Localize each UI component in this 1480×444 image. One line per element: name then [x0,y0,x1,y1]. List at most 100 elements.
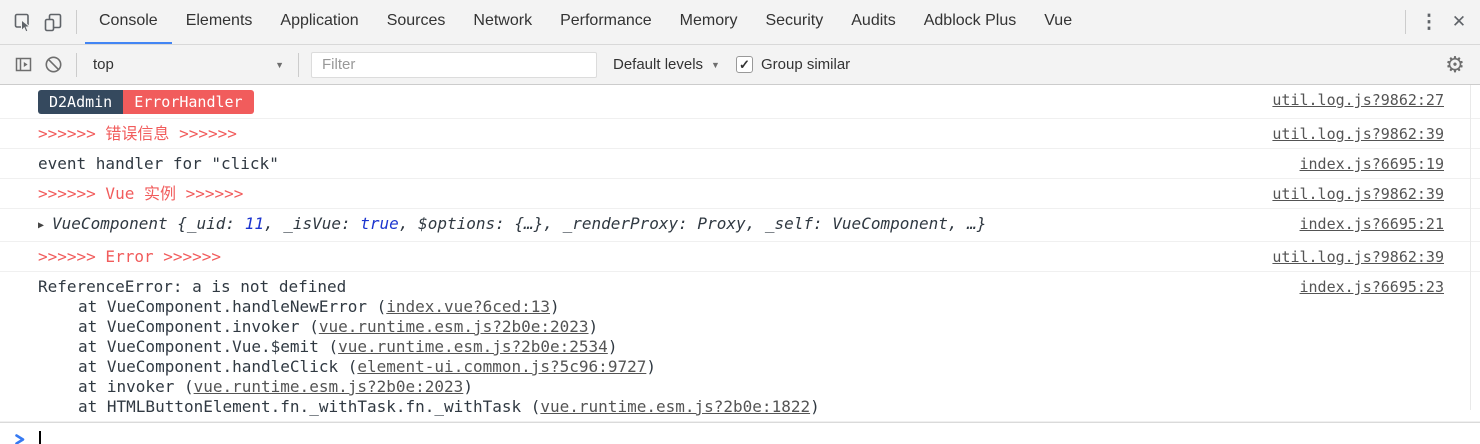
text-cursor [39,430,41,444]
tab-memory[interactable]: Memory [679,12,738,29]
source-link[interactable]: index.js?6695:23 [1299,278,1445,296]
preview-boolean-value: true [360,214,399,233]
tabbar-separator [76,10,77,34]
log-row-vuecomponent-object: ▶ VueComponent {_uid: 11, _isVue: true, $… [0,209,1480,242]
d2admin-badge: D2Admin [38,90,124,114]
stack-frame-text: at HTMLButtonElement.fn._withTask.fn._wi… [78,397,541,416]
tab-application[interactable]: Application [280,12,359,29]
error-title: ReferenceError: a is not defined [38,277,347,296]
stack-frame-text: at VueComponent.Vue.$emit ( [78,337,339,356]
console-sidebar-glyph [15,57,31,72]
tab-elements[interactable]: Elements [185,12,253,29]
preview-text: VueComponent {_uid: [52,214,245,233]
log-message: event handler for "click" [38,154,279,173]
close-x-glyph: ✕ [1451,12,1467,31]
stack-frame-text: ) [463,377,473,396]
stack-source-link[interactable]: vue.runtime.esm.js?2b0e:2023 [193,377,464,396]
stack-frame-text: at invoker ( [78,377,194,396]
chevron-down-icon: ▼ [711,59,720,70]
console-prompt-input[interactable] [0,422,1480,444]
toolbar-separator-2 [298,52,299,77]
scrollbar-track-line [1470,85,1471,410]
console-toolbar: top ▼ Default levels ▼ Group similar ⚙ [0,45,1480,85]
stack-frame-text: ) [646,357,656,376]
stack-source-link[interactable]: index.vue?6ced:13 [386,297,551,316]
tab-console[interactable]: Console [85,0,172,44]
stack-frame: at HTMLButtonElement.fn._withTask.fn._wi… [38,397,1284,417]
stack-frame-text: ) [550,297,560,316]
source-link[interactable]: util.log.js?9862:39 [1272,185,1444,203]
tab-vue[interactable]: Vue [1044,12,1073,29]
log-row-reference-error: ReferenceError: a is not defined at VueC… [0,272,1480,422]
log-levels-label: Default levels [613,56,704,73]
object-preview[interactable]: ▶ VueComponent {_uid: 11, _isVue: true, $… [38,214,1284,237]
tab-audits[interactable]: Audits [851,12,896,29]
log-row-badges: D2Admin ErrorHandler util.log.js?9862:27 [0,85,1480,119]
source-link[interactable]: util.log.js?9862:39 [1272,125,1444,143]
group-similar-toggle[interactable]: Group similar [735,56,850,73]
stack-source-link[interactable]: vue.runtime.esm.js?2b0e:2534 [338,337,608,356]
stack-frame: at VueComponent.handleClick (element-ui.… [38,357,1284,377]
errorhandler-badge: ErrorHandler [123,90,254,114]
tab-security[interactable]: Security [765,12,824,29]
tabbar-right-separator [1405,10,1406,34]
stack-frame-text: at VueComponent.invoker ( [78,317,319,336]
preview-text: , $options: {…}, _renderProxy: Proxy, _s… [398,214,987,233]
source-link[interactable]: util.log.js?9862:27 [1272,91,1444,109]
stack-frame-text: at VueComponent.handleNewError ( [78,297,387,316]
stack-frame: at invoker (vue.runtime.esm.js?2b0e:2023… [38,377,1284,397]
log-row-vue-instance-header: >>>>>> Vue 实例 >>>>>> util.log.js?9862:39 [0,179,1480,209]
chevron-down-icon: ▼ [275,59,284,70]
tab-performance[interactable]: Performance [560,12,652,29]
preview-text: , _isVue: [263,214,361,233]
log-message: >>>>>> 错误信息 >>>>>> [38,124,237,143]
log-message: >>>>>> Error >>>>>> [38,247,222,266]
inspect-element-icon[interactable] [8,7,38,37]
source-link[interactable]: index.js?6695:19 [1299,155,1445,173]
stack-frame-text: ) [588,317,599,336]
stack-source-link[interactable]: element-ui.common.js?5c96:9727 [357,357,647,376]
console-log-area: D2Admin ErrorHandler util.log.js?9862:27… [0,85,1480,444]
stack-frame-text: at VueComponent.handleClick ( [78,357,358,376]
devtools-tabbar: Console Elements Application Sources Net… [0,0,1480,45]
settings-gear-icon[interactable]: ⚙ [1440,50,1470,80]
block-glyph [45,56,61,73]
filter-input[interactable] [311,51,597,78]
error-stack-block: ReferenceError: a is not defined at VueC… [38,277,1284,417]
tab-adblock-plus[interactable]: Adblock Plus [923,12,1017,29]
chevron-right-glyph [15,434,25,444]
console-sidebar-icon[interactable] [8,50,38,80]
log-levels-select[interactable]: Default levels ▼ [613,56,720,73]
gear-glyph: ⚙ [1445,51,1465,77]
overflow-menu-icon[interactable]: ⋮ [1414,7,1444,37]
log-message: D2Admin ErrorHandler [38,90,1256,114]
stack-frame: at VueComponent.handleNewError (index.vu… [38,297,1284,317]
stack-frame: at VueComponent.invoker (vue.runtime.esm… [38,317,1284,337]
expand-triangle-icon[interactable]: ▶ [38,220,45,231]
clear-console-icon[interactable] [38,50,68,80]
stack-frame-text: ) [810,397,820,416]
source-link[interactable]: index.js?6695:21 [1299,215,1445,233]
device-toolbar-icon[interactable] [38,7,68,37]
log-row-error-info-header: >>>>>> 错误信息 >>>>>> util.log.js?9862:39 [0,119,1480,149]
stack-source-link[interactable]: vue.runtime.esm.js?2b0e:1822 [540,397,811,416]
prompt-chevron-icon [14,433,26,444]
preview-number-value: 11 [244,214,264,233]
log-row-error-header: >>>>>> Error >>>>>> util.log.js?9862:39 [0,242,1480,272]
devtools-tabs: Console Elements Application Sources Net… [85,0,1086,44]
tab-sources[interactable]: Sources [386,12,446,29]
group-similar-checkbox[interactable] [735,56,753,73]
close-devtools-icon[interactable]: ✕ [1444,7,1474,37]
stack-frame-text: ) [607,337,618,356]
javascript-context-select[interactable]: top ▼ [85,56,290,73]
log-message: >>>>>> Vue 实例 >>>>>> [38,184,244,203]
source-link[interactable]: util.log.js?9862:39 [1272,248,1444,266]
toolbar-separator-1 [76,52,77,77]
badge-group: D2Admin ErrorHandler [38,90,254,114]
device-toolbar-glyph [44,13,62,32]
context-value: top [93,56,114,73]
stack-source-link[interactable]: vue.runtime.esm.js?2b0e:2023 [318,317,589,336]
tab-network[interactable]: Network [473,12,533,29]
log-row-event-handler: event handler for "click" index.js?6695:… [0,149,1480,179]
